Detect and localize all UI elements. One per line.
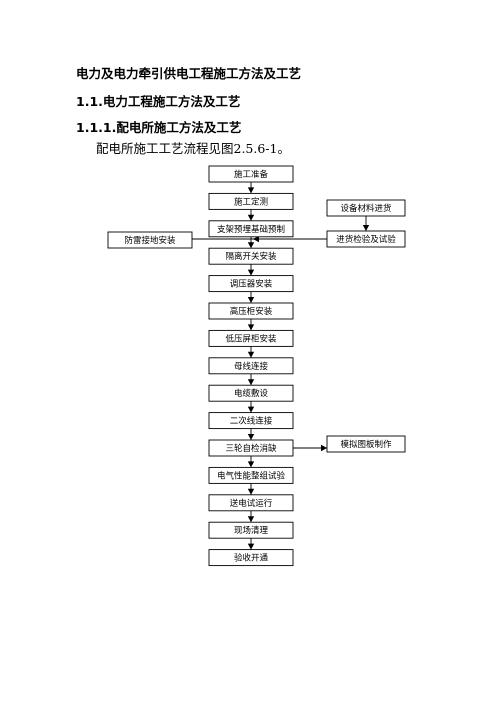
flow-left-branch-label: 防雷接地安装 — [124, 235, 176, 246]
flow-arrowhead-2 — [247, 214, 255, 221]
flow-step-10-label: 二次线连接 — [230, 416, 273, 427]
flow-arrowhead-7 — [247, 351, 255, 358]
flow-arrowhead-side — [321, 444, 327, 452]
flow-step-9: 电缆敷设 — [208, 384, 294, 402]
flow-right-side-frame — [326, 435, 406, 453]
heading-subsection: 1.1.电力工程施工方法及工艺 — [76, 94, 241, 109]
flow-arrowhead-5 — [247, 297, 255, 303]
flow-step-8: 母线连接 — [208, 357, 294, 375]
flow-right-side: 模拟图板制作 — [326, 435, 406, 453]
flow-step-15-label: 验收开通 — [234, 553, 269, 564]
flow-arrowhead-12 — [247, 488, 255, 495]
flow-arrowhead-6 — [247, 324, 255, 331]
flow-step-2: 施工定测 — [208, 192, 294, 210]
flow-left-branch-frame — [107, 231, 193, 249]
flow-step-2-label: 施工定测 — [234, 196, 268, 207]
flow-step-3: 支架预埋基础预制 — [208, 220, 294, 238]
heading-section: 电力及电力牵引供电工程施工方法及工艺 — [76, 66, 302, 81]
flow-step-11-label: 三轮自检消缺 — [225, 443, 277, 454]
flow-step-12-label: 电气性能整组试验 — [217, 470, 286, 481]
flow-step-7-label: 低压屏柜安装 — [225, 333, 277, 344]
flow-step-1-label: 施工准备 — [234, 169, 269, 180]
flow-step-5-frame — [208, 275, 294, 293]
flow-step-10-frame — [208, 412, 294, 430]
flow-step-4-label: 隔离开关安装 — [225, 251, 277, 262]
flow-arrowhead-13 — [247, 516, 255, 523]
flow-arrowhead-9 — [247, 406, 255, 413]
flow-step-7-frame — [208, 329, 294, 347]
flow-step-3-label: 支架预埋基础预制 — [217, 224, 285, 235]
flow-arrowhead-14 — [247, 543, 255, 550]
flow-step-6: 高压柜安装 — [208, 302, 294, 320]
flow-step-5: 调压器安装 — [208, 275, 294, 293]
flow-step-9-label: 电缆敷设 — [234, 388, 269, 399]
flow-step-11: 三轮自检消缺 — [208, 439, 294, 457]
flow-step-14-label: 现场清理 — [234, 525, 269, 536]
flow-step-13: 送电试运行 — [208, 494, 294, 512]
flow-right-side-label: 模拟图板制作 — [340, 439, 392, 450]
flow-arrowhead-4 — [247, 269, 255, 276]
heading-subsubsection: 1.1.1.配电所施工方法及工艺 — [76, 120, 242, 135]
flow-step-10: 二次线连接 — [208, 412, 294, 430]
flow-step-4: 隔离开关安装 — [208, 247, 294, 265]
flow-step-15: 验收开通 — [208, 549, 294, 567]
flow-step-2-frame — [208, 192, 294, 210]
flow-step-3-frame — [208, 220, 294, 238]
flow-arrowhead-3 — [247, 242, 255, 249]
flow-step-9-frame — [208, 384, 294, 402]
flow-step-12-frame — [208, 466, 294, 484]
flow-step-6-frame — [208, 302, 294, 320]
flow-right-supply-frame — [326, 199, 406, 217]
flow-arrowhead-8 — [247, 379, 255, 386]
flow-arrowhead-1 — [247, 187, 255, 194]
flowchart-intro-paragraph: 配电所施工工艺流程见图2.5.6-1。 — [96, 141, 290, 156]
flow-right-inspection: 进货检验及试验 — [326, 230, 406, 248]
flow-right-inspection-label: 进货检验及试验 — [336, 234, 396, 245]
flow-right-supply: 设备材料进货 — [326, 199, 406, 217]
flow-step-1-frame — [208, 165, 294, 183]
flow-right-inspection-frame — [326, 230, 406, 248]
flow-arrowhead-left — [253, 235, 259, 243]
flow-step-7: 低压屏柜安装 — [208, 329, 294, 347]
flow-step-5-label: 调压器安装 — [230, 279, 273, 290]
flow-step-4-frame — [208, 247, 294, 265]
flow-right-supply-label: 设备材料进货 — [340, 203, 392, 214]
flow-step-6-label: 高压柜安装 — [230, 306, 273, 317]
flow-step-11-frame — [208, 439, 294, 457]
flow-arrowhead-supply — [362, 225, 370, 231]
flow-arrowhead-11 — [247, 461, 255, 468]
flow-step-15-frame — [208, 549, 294, 567]
flow-step-13-label: 送电试运行 — [230, 498, 273, 509]
flow-arrowhead-10 — [247, 434, 255, 440]
flow-step-8-label: 母线连接 — [234, 361, 269, 372]
flow-step-14-frame — [208, 521, 294, 539]
flow-step-14: 现场清理 — [208, 521, 294, 539]
flow-step-12: 电气性能整组试验 — [208, 466, 294, 484]
flow-step-13-frame — [208, 494, 294, 512]
flow-step-8-frame — [208, 357, 294, 375]
flow-step-1: 施工准备 — [208, 165, 294, 183]
flow-left-branch: 防雷接地安装 — [107, 231, 193, 249]
